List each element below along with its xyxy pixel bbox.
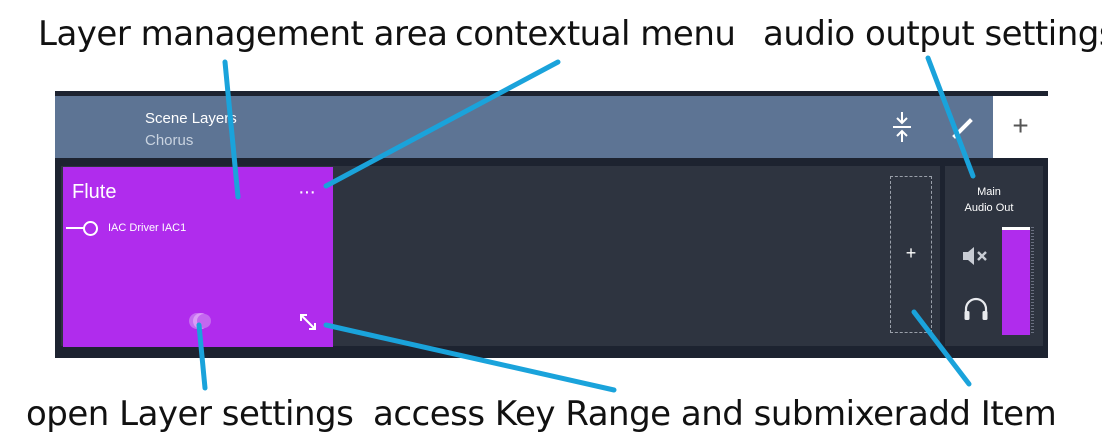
more-icon[interactable]: ··· <box>298 181 316 203</box>
headphones-icon[interactable] <box>962 296 990 322</box>
scene-header: Scene Layers Chorus <box>55 96 993 158</box>
add-item-button[interactable]: + <box>890 176 932 333</box>
midi-connection-line <box>66 227 84 229</box>
layer-management-area: Flute ··· IAC Driver IAC1 + <box>61 166 940 347</box>
callout-audio-output: audio output settings <box>763 14 1102 54</box>
output-level-meter <box>1002 227 1034 335</box>
leader-key-range <box>323 322 617 393</box>
audio-output-panel: Main Audio Out <box>945 166 1043 346</box>
add-scene-button[interactable]: + <box>993 96 1048 158</box>
layer-card-flute[interactable]: Flute ··· IAC Driver IAC1 <box>63 167 333 347</box>
expand-icon[interactable] <box>297 311 319 333</box>
output-name-line1: Main <box>977 186 1001 198</box>
meter-fill <box>1002 230 1030 335</box>
mute-icon[interactable] <box>962 246 990 266</box>
collapse-icon[interactable] <box>891 112 913 142</box>
layer-name: Flute <box>72 181 117 203</box>
callout-layer-settings: open Layer settings <box>26 394 354 434</box>
midi-port-icon[interactable] <box>83 221 98 236</box>
plus-icon: + <box>905 243 917 263</box>
meter-scale <box>1031 227 1034 335</box>
midi-input-label: IAC Driver IAC1 <box>108 222 187 234</box>
callout-layer-management: Layer management area <box>38 14 448 54</box>
leader-audio-output <box>925 55 976 179</box>
scene-layers-window: Scene Layers Chorus + Flute ··· IAC Driv… <box>55 91 1048 358</box>
callout-key-range: access Key Range and submixer <box>373 394 908 434</box>
meter-peak <box>1002 227 1030 230</box>
leader-contextual-menu <box>323 59 561 189</box>
callout-contextual-menu: contextual menu <box>455 14 736 54</box>
output-name-line2: Audio Out <box>964 202 1014 214</box>
leader-layer-settings <box>196 322 208 391</box>
scene-title: Scene Layers <box>145 110 237 127</box>
leader-layer-area <box>222 59 241 200</box>
scene-subtitle: Chorus <box>145 132 194 149</box>
leader-add-item <box>911 309 972 387</box>
output-name: Main Audio Out <box>945 184 1033 216</box>
callout-add-item: add Item <box>908 394 1057 434</box>
